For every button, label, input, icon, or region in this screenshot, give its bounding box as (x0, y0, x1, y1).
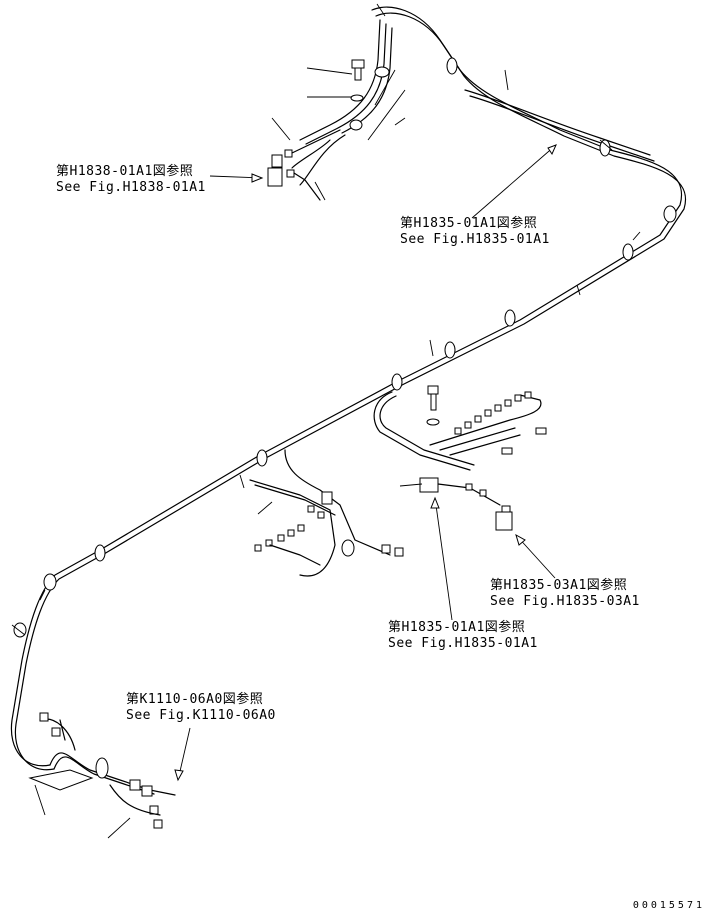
reference-jp: 第H1835-01A1図参照 (400, 216, 538, 231)
reference-jp: 第H1835-01A1図参照 (388, 620, 526, 635)
leader-lines-top (209, 67, 557, 219)
drawing-number: 00015571 (632, 900, 705, 911)
reference-jp: 第H1835-03A1図参照 (490, 578, 628, 593)
reference-label-h1838: 第H1838-01A1図参照 See Fig.H1838-01A1 (56, 164, 206, 196)
bolt-top (350, 59, 365, 102)
reference-en: See Fig.H1838-01A1 (56, 180, 206, 195)
leader-lines-bottom (34, 727, 191, 839)
reference-label-k1110: 第K1110-06A0図参照 See Fig.K1110-06A0 (126, 692, 276, 724)
reference-en: See Fig.K1110-06A0 (126, 708, 276, 723)
connector-bundle-bottom (28, 712, 176, 829)
reference-label-h1835-top: 第H1835-01A1図参照 See Fig.H1835-01A1 (400, 216, 550, 248)
reference-jp: 第K1110-06A0図参照 (126, 692, 264, 707)
reference-label-h1835-middle: 第H1835-01A1図参照 See Fig.H1835-01A1 (388, 620, 538, 652)
connector-plugs-right (454, 391, 547, 455)
reference-en: See Fig.H1835-01A1 (400, 232, 550, 247)
reference-en: See Fig.H1835-03A1 (490, 594, 640, 609)
connector-h1838 (267, 129, 341, 201)
leader-lines-middle (430, 496, 556, 621)
connector-bundle-left (249, 449, 404, 577)
main-harness (10, 6, 687, 771)
reference-label-h1835-03: 第H1835-03A1図参照 See Fig.H1835-03A1 (490, 578, 640, 610)
reference-en: See Fig.H1835-01A1 (388, 636, 538, 651)
reference-jp: 第H1838-01A1図参照 (56, 164, 194, 179)
harness-clamps (11, 3, 677, 638)
connector-bundle-middle (373, 385, 547, 531)
